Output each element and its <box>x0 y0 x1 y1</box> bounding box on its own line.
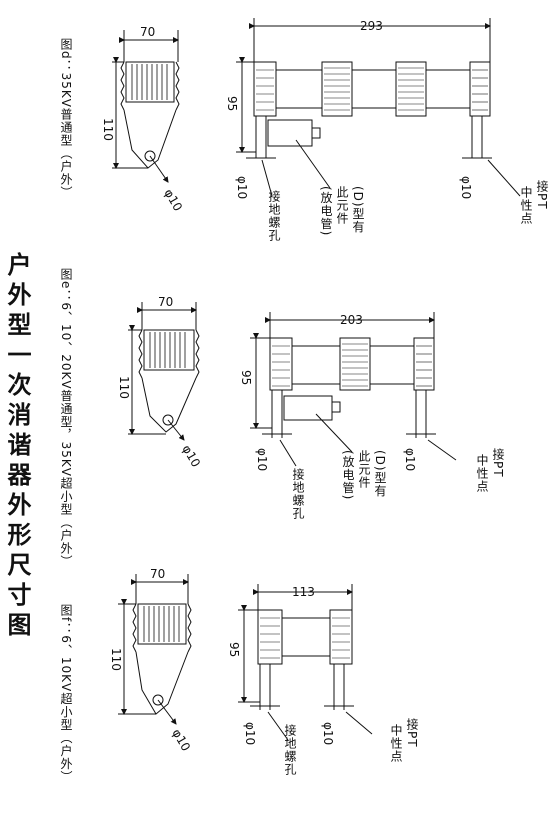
fig-f-pt-label-1: 接PT <box>405 718 419 748</box>
fig-d-assembly-width: 293 <box>360 19 383 33</box>
fig-e-right-hole: φ10 <box>403 448 417 471</box>
fig-e-ground-label: 接地螺孔 <box>291 468 305 520</box>
fig-e-unit-view <box>128 302 200 441</box>
fig-d-left-hole: φ10 <box>235 176 249 199</box>
fig-f-assembly-height: 95 <box>227 642 241 657</box>
fig-e-note-3: (放电管) <box>341 450 355 501</box>
main-title: 户外型一次消谐器外形尺寸图 <box>3 252 31 642</box>
fig-e-hole-dim: φ10 <box>179 443 203 470</box>
fig-d-unit-view <box>112 30 180 183</box>
fig-f-ground-label: 接地螺孔 <box>283 724 297 776</box>
fig-e-width-dim: 70 <box>158 295 173 309</box>
fig-d-note-1: (D)型有 <box>351 186 365 234</box>
fig-d-pt-label-1: 接PT <box>535 180 549 210</box>
fig-d-width-dim: 70 <box>140 25 155 39</box>
fig-f-height-dim: 110 <box>109 648 123 671</box>
fig-e-note-1: (D)型有 <box>373 450 387 498</box>
fig-e-note-2: 此元件 <box>357 450 371 489</box>
caption-fig-d: 图d：35KV普通型（户外） <box>59 38 73 199</box>
caption-fig-e: 图e：6、10、20KV普通型，35KV超小型（户外） <box>59 268 73 568</box>
fig-e-height-dim: 110 <box>117 376 131 399</box>
fig-e-left-hole: φ10 <box>255 448 269 471</box>
fig-f-unit-view <box>118 574 192 725</box>
fig-d-note-3: (放电管) <box>319 186 333 237</box>
fig-f-hole-dim: φ10 <box>169 727 193 754</box>
fig-e-assembly <box>250 312 457 467</box>
fig-f-left-hole: φ10 <box>243 722 257 745</box>
fig-d-note-2: 此元件 <box>335 186 349 225</box>
fig-d-hole-dim: φ10 <box>161 187 185 214</box>
fig-f-right-hole: φ10 <box>321 722 335 745</box>
fig-f-assembly-width: 113 <box>292 585 315 599</box>
fig-d-assembly <box>236 18 521 197</box>
fig-f-pt-label-2: 中性点 <box>389 724 403 763</box>
fig-e-assembly-height: 95 <box>239 370 253 385</box>
fig-f-assembly <box>238 584 373 741</box>
fig-d-ground-label: 接地螺孔 <box>267 190 281 242</box>
fig-d-height-dim: 110 <box>101 118 115 141</box>
fig-e-pt-label-2: 中性点 <box>475 454 489 493</box>
fig-d-pt-label-2: 中性点 <box>519 186 533 225</box>
fig-e-pt-label-1: 接PT <box>491 448 505 478</box>
fig-e-assembly-width: 203 <box>340 313 363 327</box>
fig-f-width-dim: 70 <box>150 567 165 581</box>
caption-fig-f: 图f：6、10KV超小型（户外） <box>59 604 73 784</box>
fig-d-right-hole: φ10 <box>459 176 473 199</box>
fig-d-assembly-height: 95 <box>225 96 239 111</box>
